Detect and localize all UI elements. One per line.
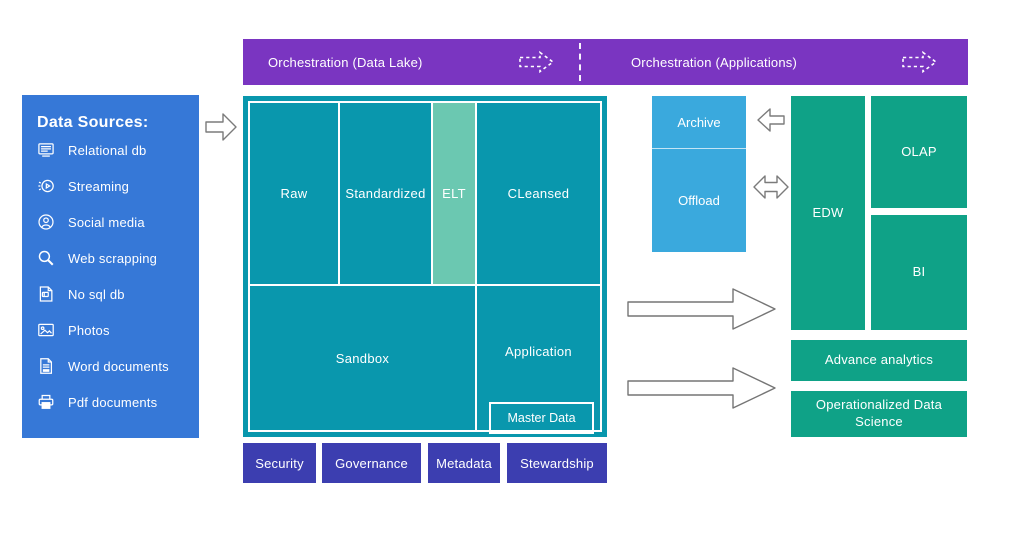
pdf-documents-icon: [37, 393, 55, 411]
orchestration-divider: [579, 43, 581, 81]
governance-chip-security: Security: [243, 443, 316, 483]
edw-to-archive-arrow-icon: [756, 106, 786, 134]
zone-master-data: Master Data: [489, 402, 594, 434]
zone-label: Master Data: [507, 411, 576, 425]
source-label: Web scrapping: [68, 250, 158, 266]
list-item: Photos: [37, 312, 199, 348]
zone-label: ELT: [442, 186, 466, 201]
list-item: Web scrapping: [37, 240, 199, 276]
source-label: Pdf documents: [68, 394, 158, 410]
source-label: Social media: [68, 214, 145, 230]
zone-label: Standardized: [345, 186, 426, 201]
source-label: No sql db: [68, 286, 125, 302]
orchestration-data-lake-label: Orchestration (Data Lake): [268, 54, 423, 70]
list-item: Word documents: [37, 348, 199, 384]
web-scraping-icon: [37, 249, 55, 267]
data-sources-title: Data Sources:: [37, 114, 149, 131]
relational-db-icon: [37, 141, 55, 159]
orchestration-applications-label: Orchestration (Applications): [631, 54, 797, 70]
sources-to-lake-arrow-icon: [204, 111, 238, 143]
word-documents-icon: [37, 357, 55, 375]
governance-chip-stewardship: Stewardship: [507, 443, 607, 483]
advance-analytics-box: Advance analytics: [791, 340, 967, 381]
lake-to-apps-arrow-icon: [627, 286, 777, 332]
zone-raw: Raw: [250, 103, 338, 284]
archive-offload-stack: Archive Offload: [652, 96, 746, 252]
offload-edw-double-arrow-icon: [752, 173, 790, 201]
zone-cleansed: CLeansed: [477, 103, 600, 284]
source-label: Photos: [68, 322, 110, 338]
zone-application: Application: [477, 286, 600, 430]
governance-chip-governance: Governance: [322, 443, 421, 483]
dashed-arrow-icon: [517, 49, 557, 75]
archive-box: Archive: [652, 96, 746, 149]
list-item: Pdf documents: [37, 384, 199, 420]
offload-box: Offload: [678, 193, 720, 208]
nosql-db-icon: [37, 285, 55, 303]
zone-elt: ELT: [433, 103, 475, 284]
streaming-icon: [37, 177, 55, 195]
list-item: Social media: [37, 204, 199, 240]
source-label: Word documents: [68, 358, 169, 374]
zone-label: Application: [505, 344, 572, 359]
olap-box: OLAP: [871, 96, 967, 208]
list-item: Relational db: [37, 132, 199, 168]
list-item: No sql db: [37, 276, 199, 312]
edw-box: EDW: [791, 96, 865, 330]
governance-chip-metadata: Metadata: [428, 443, 500, 483]
orchestration-bar: Orchestration (Data Lake) Orchestration …: [243, 39, 968, 85]
zone-label: Sandbox: [335, 350, 390, 366]
data-sources-panel: Data Sources: Relational db: [22, 95, 199, 438]
zone-label: CLeansed: [507, 186, 570, 201]
operationalized-data-science-box: Operationalized Data Science: [791, 391, 967, 437]
zone-sandbox: Sandbox: [250, 286, 475, 430]
lake-to-apps-arrow-icon: [627, 365, 777, 411]
zone-label: Raw: [280, 186, 308, 201]
dashed-arrow-icon: [900, 49, 940, 75]
source-label: Streaming: [68, 178, 130, 194]
zone-standardized: Standardized: [340, 103, 431, 284]
data-lake-block: Raw Standardized ELT CLeansed Sandbox Ap…: [243, 96, 607, 437]
social-media-icon: [37, 213, 55, 231]
list-item: Streaming: [37, 168, 199, 204]
photos-icon: [37, 321, 55, 339]
source-label: Relational db: [68, 142, 147, 158]
bi-box: BI: [871, 215, 967, 330]
